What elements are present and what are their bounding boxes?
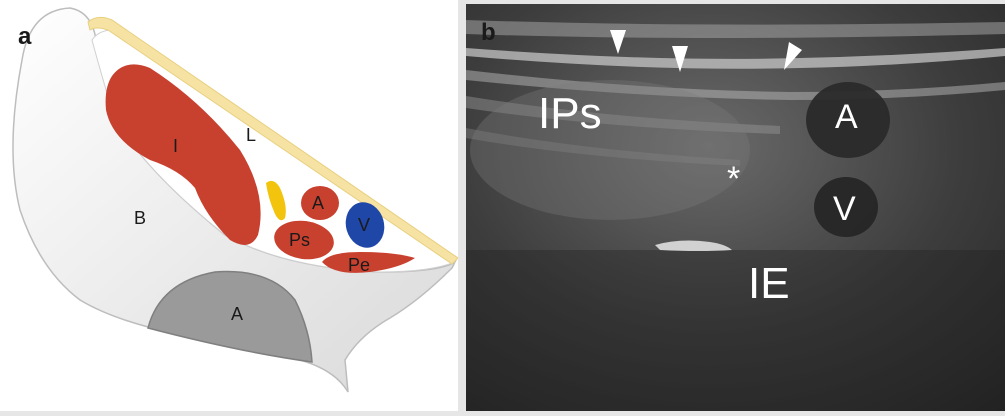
panel-a: a I L B A V Ps Pe A [0,0,458,411]
label-ligament: L [246,125,256,145]
label-asterisk: * [727,160,740,198]
label-pectineus: Pe [348,255,370,275]
label-bone: B [134,208,146,228]
label-psoas: Ps [289,230,310,250]
panel-a-letter: a [18,23,32,50]
iliopsoas-region [470,80,750,220]
label-iliacus: I [173,136,178,156]
panel-b-letter: b [481,19,496,46]
deep-tissue-shadow [466,250,1005,411]
label-us-artery: A [835,98,858,136]
label-artery: A [312,193,324,213]
label-ilio-psoas: IPs [538,89,602,138]
label-acetabulum: A [231,304,243,324]
label-vein: V [358,215,370,235]
label-us-vein: V [833,190,856,228]
label-iliopectineal: IE [748,259,790,308]
panel-separator [458,0,466,411]
panel-b: b IPs A V IE * [466,4,1005,411]
